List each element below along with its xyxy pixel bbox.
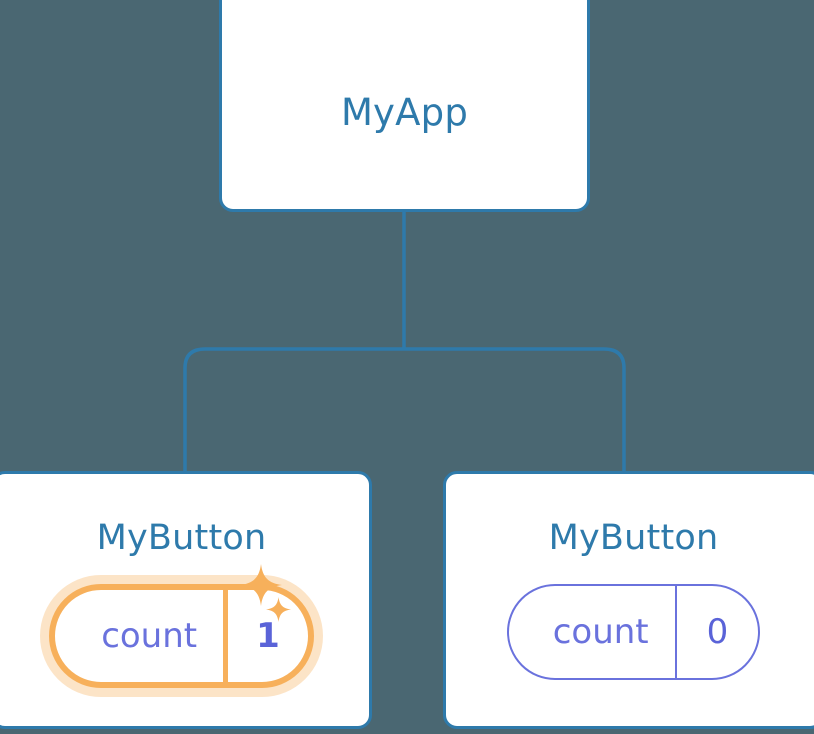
state-value-right: 0 [674,586,759,678]
node-card-mybutton-right[interactable]: MyButton count 0 [443,471,814,729]
node-title-mybutton-right: MyButton [548,518,719,558]
node-card-mybutton-left[interactable]: MyButton count 1 [0,471,372,729]
state-pill-right[interactable]: count 0 [506,584,761,680]
node-title-myapp: MyApp [340,91,469,134]
node-title-mybutton-left: MyButton [96,518,267,558]
state-key-right: count [552,612,649,652]
state-key-left: count [101,616,198,656]
state-pill-wrapper-right: count 0 [446,584,814,680]
state-pill-wrapper-left: count 1 [0,564,369,688]
connector-branch-bar [183,347,626,471]
node-card-myapp[interactable]: MyApp [219,0,590,212]
state-value-left: 1 [223,590,308,682]
state-pill-left[interactable]: count 1 [49,564,314,688]
